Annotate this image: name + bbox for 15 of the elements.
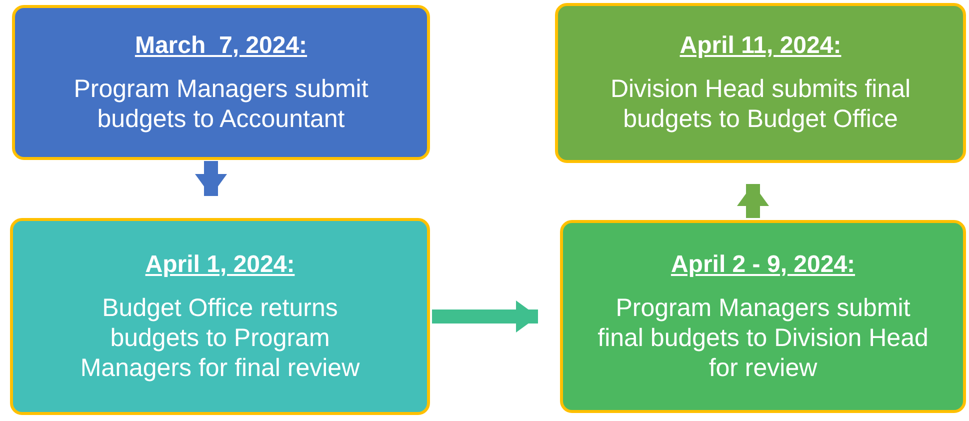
process-box	[560, 220, 966, 413]
date-heading: March 7, 2024:	[134, 32, 308, 60]
step-description: Program Managers submit budgets to Accountant	[72, 74, 370, 134]
step-description: Division Head submits final budgets to Budget Office	[609, 74, 912, 134]
block-arrow	[737, 184, 769, 218]
step-description: Program Managers submit final budgets to Division Head for review	[596, 292, 930, 382]
date-heading: April 11, 2024:	[680, 32, 842, 60]
date-heading: April 2 - 9, 2024:	[670, 250, 856, 278]
block-arrow	[195, 161, 227, 196]
process-box	[10, 218, 430, 415]
process-box	[555, 3, 966, 163]
date-heading: April 1, 2024:	[145, 250, 295, 278]
block-arrow	[432, 300, 538, 332]
process-box	[12, 5, 430, 160]
step-description: Budget Office returns budgets to Program Managers for final review	[79, 292, 361, 382]
